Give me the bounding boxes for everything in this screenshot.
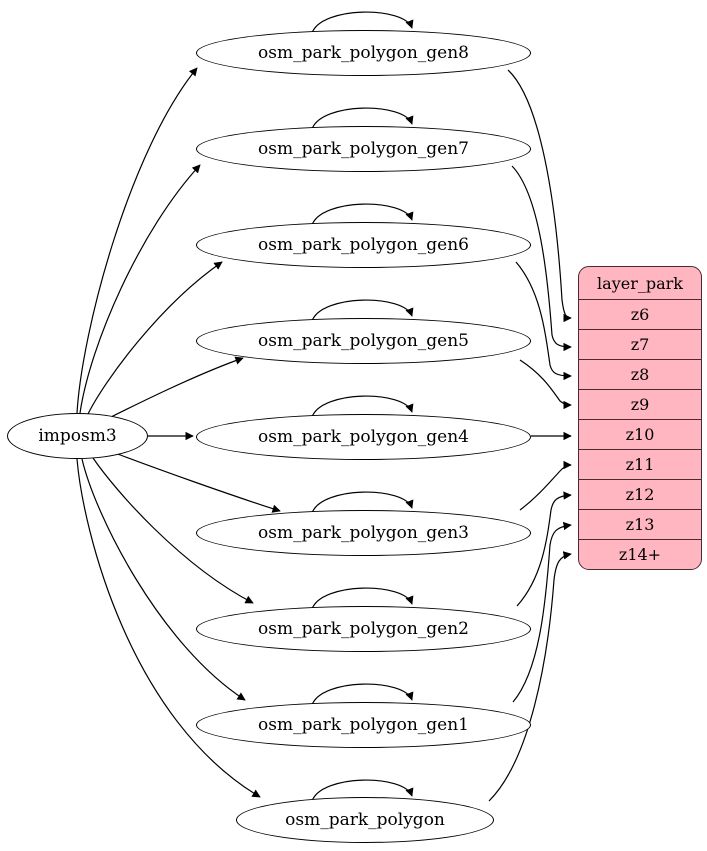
edge-imposm3-to-gen1 bbox=[81, 458, 246, 701]
node-label: osm_park_polygon_gen8 bbox=[258, 42, 469, 63]
self-loop-gen5 bbox=[311, 299, 414, 322]
node-osm-park-polygon-gen7[interactable]: osm_park_polygon_gen7 bbox=[196, 126, 531, 172]
node-osm-park-polygon-gen8[interactable]: osm_park_polygon_gen8 bbox=[196, 30, 531, 76]
node-osm-park-polygon-gen1[interactable]: osm_park_polygon_gen1 bbox=[196, 702, 531, 748]
node-osm-park-polygon-gen6[interactable]: osm_park_polygon_gen6 bbox=[196, 222, 531, 268]
table-row-z14-plus[interactable]: z14+ bbox=[579, 539, 701, 569]
table-row-z6[interactable]: z6 bbox=[579, 299, 701, 329]
edge-imposm3-to-gen8 bbox=[76, 67, 198, 414]
self-loop-gen2 bbox=[311, 587, 414, 610]
edge-gen5-to-z9 bbox=[519, 359, 572, 410]
node-label: osm_park_polygon_gen2 bbox=[258, 618, 469, 639]
self-loop-gen4 bbox=[311, 395, 414, 418]
self-loop-gen1 bbox=[311, 683, 414, 706]
table-row-z9[interactable]: z9 bbox=[579, 389, 701, 419]
table-row-z7[interactable]: z7 bbox=[579, 329, 701, 359]
node-imposm3-label: imposm3 bbox=[38, 425, 117, 446]
edge-imposm3-to-gen2 bbox=[92, 457, 254, 604]
node-label: osm_park_polygon_gen7 bbox=[258, 138, 469, 159]
node-label: osm_park_polygon_gen3 bbox=[258, 522, 469, 543]
table-row-z11[interactable]: z11 bbox=[579, 449, 701, 479]
self-loop-gen3 bbox=[311, 491, 414, 514]
node-osm-park-polygon-gen2[interactable]: osm_park_polygon_gen2 bbox=[196, 606, 531, 652]
edge-gen6-to-z8 bbox=[515, 261, 572, 381]
node-layer-park-table[interactable]: layer_park z6 z7 z8 z9 z10 z11 z12 z13 z… bbox=[578, 266, 702, 570]
node-label: osm_park_polygon_gen4 bbox=[258, 426, 469, 447]
node-osm-park-polygon[interactable]: osm_park_polygon bbox=[236, 797, 494, 843]
table-row-z12[interactable]: z12 bbox=[579, 479, 701, 509]
node-label: osm_park_polygon_gen6 bbox=[258, 234, 469, 255]
edge-gen2-to-z12 bbox=[516, 491, 572, 607]
self-loop-gen7 bbox=[311, 107, 414, 130]
node-label: osm_park_polygon_gen5 bbox=[258, 330, 469, 351]
self-loop-gen8 bbox=[311, 11, 414, 34]
self-loop-polygon bbox=[311, 779, 414, 802]
node-osm-park-polygon-gen3[interactable]: osm_park_polygon_gen3 bbox=[196, 510, 531, 556]
node-label: osm_park_polygon bbox=[285, 809, 445, 830]
edge-gen3-to-z11 bbox=[519, 460, 572, 511]
edge-imposm3-to-gen6 bbox=[87, 261, 223, 415]
table-row-z10[interactable]: z10 bbox=[579, 419, 701, 449]
edge-gen7-to-z7 bbox=[511, 165, 572, 352]
node-label: osm_park_polygon_gen1 bbox=[258, 714, 469, 735]
edge-imposm3-to-polygon bbox=[76, 458, 261, 798]
edge-imposm3-to-gen5 bbox=[104, 356, 244, 421]
edge-gen1-to-z13 bbox=[512, 521, 572, 703]
self-loop-gen6 bbox=[311, 203, 414, 226]
edge-polygon-to-z14p bbox=[488, 551, 572, 802]
node-osm-park-polygon-gen5[interactable]: osm_park_polygon_gen5 bbox=[196, 318, 531, 364]
table-row-z8[interactable]: z8 bbox=[579, 359, 701, 389]
edge-imposm3-to-gen7 bbox=[79, 164, 201, 414]
edge-imposm3-to-gen3 bbox=[114, 452, 281, 513]
edge-gen8-to-z6 bbox=[507, 69, 572, 323]
node-osm-park-polygon-gen4[interactable]: osm_park_polygon_gen4 bbox=[196, 414, 531, 460]
table-row-z13[interactable]: z13 bbox=[579, 509, 701, 539]
table-header-layer-park: layer_park bbox=[597, 273, 683, 293]
node-imposm3[interactable]: imposm3 bbox=[7, 413, 148, 459]
